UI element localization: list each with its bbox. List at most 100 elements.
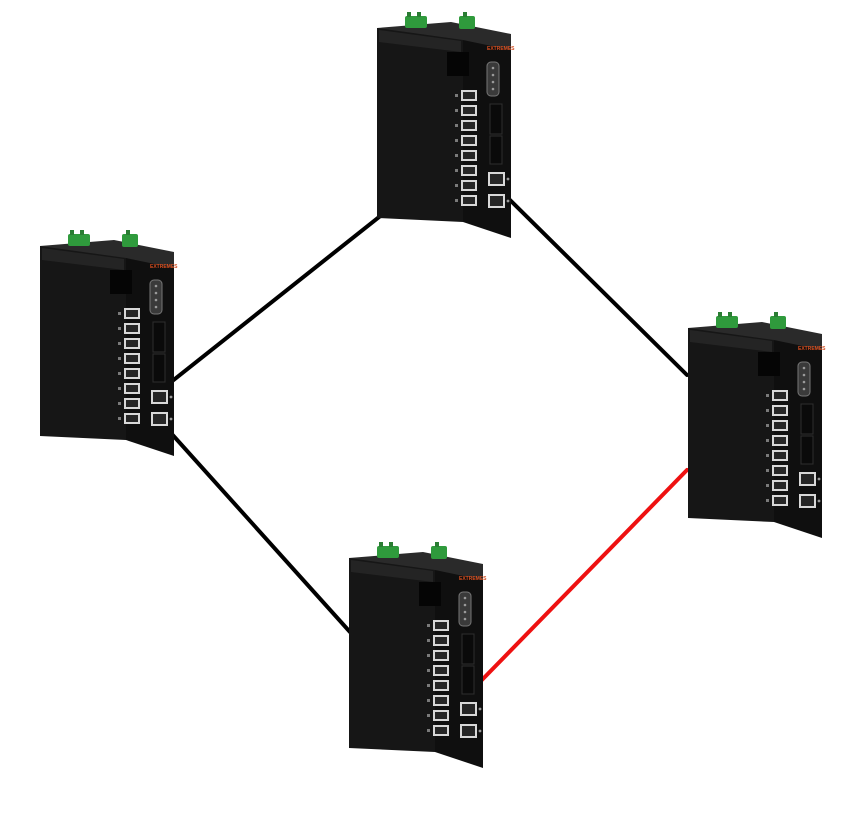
port-led [118,357,121,360]
uplink-led [506,199,510,203]
console-port [149,279,163,315]
console-pin [154,305,158,309]
port-led [118,417,121,420]
port-led [766,394,769,397]
terminal-block [405,16,427,28]
fiber-slot [461,633,475,665]
port-led [766,409,769,412]
terminal-block [716,316,738,328]
terminal-screw [126,230,130,235]
terminal-block [377,546,399,558]
terminal-block [68,234,90,246]
power-inlet [419,582,441,606]
ethernet-port-socket [463,197,475,204]
network-switch: EXTREMES [688,312,826,538]
port-led [766,424,769,427]
fiber-slot [461,665,475,695]
switch-bezel [42,248,124,270]
brand-mark: EXTREMES [487,46,515,52]
uplink-port-socket [153,414,166,424]
power-inlet [110,270,132,294]
fiber-slot [152,321,166,353]
ethernet-port-socket [463,182,475,189]
ethernet-port-socket [126,385,138,392]
switch-front-face [349,558,435,752]
port-led [427,669,430,672]
ethernet-port-socket [435,622,447,629]
ethernet-port-socket [463,167,475,174]
fiber-slot [800,435,814,465]
port-led [766,484,769,487]
ethernet-port-socket [463,92,475,99]
terminal-screw [70,230,74,235]
port-led [118,402,121,405]
console-pin [463,617,467,621]
network-switch: EXTREMES [377,12,515,238]
uplink-led [169,395,173,399]
uplink-port-socket [153,392,166,402]
uplink-port-socket [801,474,814,484]
terminal-block [122,234,138,247]
switch-bezel [379,30,461,52]
ethernet-port-socket [774,497,786,504]
ethernet-port-socket [126,400,138,407]
port-led [118,312,121,315]
ethernet-port-socket [435,712,447,719]
terminal-screw [379,542,383,547]
port-led [455,109,458,112]
terminal-screw [80,230,84,235]
ethernet-port-socket [435,727,447,734]
console-pin [154,284,158,288]
uplink-port-socket [490,174,503,184]
port-led [455,154,458,157]
port-led [455,124,458,127]
ethernet-port-socket [463,122,475,129]
ring-link [507,197,689,377]
switch-front-face [688,328,774,522]
console-pin [463,603,467,607]
console-pin [491,80,495,84]
switch-front-face [377,28,463,222]
uplink-led [478,707,482,711]
ethernet-port-socket [126,325,138,332]
terminal-screw [435,542,439,547]
ethernet-port-socket [126,355,138,362]
port-led [455,139,458,142]
console-pin [491,73,495,77]
fiber-slot [152,353,166,383]
ethernet-port-socket [463,137,475,144]
ethernet-port-socket [774,422,786,429]
console-port [486,61,500,97]
terminal-screw [417,12,421,17]
console-pin [154,291,158,295]
port-led [118,387,121,390]
uplink-port-socket [490,196,503,206]
fiber-slot [489,135,503,165]
ethernet-port-socket [774,407,786,414]
uplink-led [817,477,821,481]
console-pin [802,366,806,370]
ethernet-port-socket [126,310,138,317]
brand-mark: EXTREMES [798,346,826,352]
port-led [455,184,458,187]
port-led [118,342,121,345]
switch-bezel [690,330,772,352]
uplink-led [169,417,173,421]
ethernet-port-socket [774,437,786,444]
port-led [455,199,458,202]
console-pin [463,610,467,614]
port-led [766,439,769,442]
console-pin [802,387,806,391]
fiber-slot [800,403,814,435]
uplink-led [506,177,510,181]
switch-bezel [351,560,433,582]
console-pin [463,596,467,600]
terminal-screw [407,12,411,17]
ethernet-port-socket [435,637,447,644]
network-switch: EXTREMES [40,230,178,456]
brand-mark: EXTREMES [150,264,178,270]
port-led [118,372,121,375]
port-led [766,454,769,457]
